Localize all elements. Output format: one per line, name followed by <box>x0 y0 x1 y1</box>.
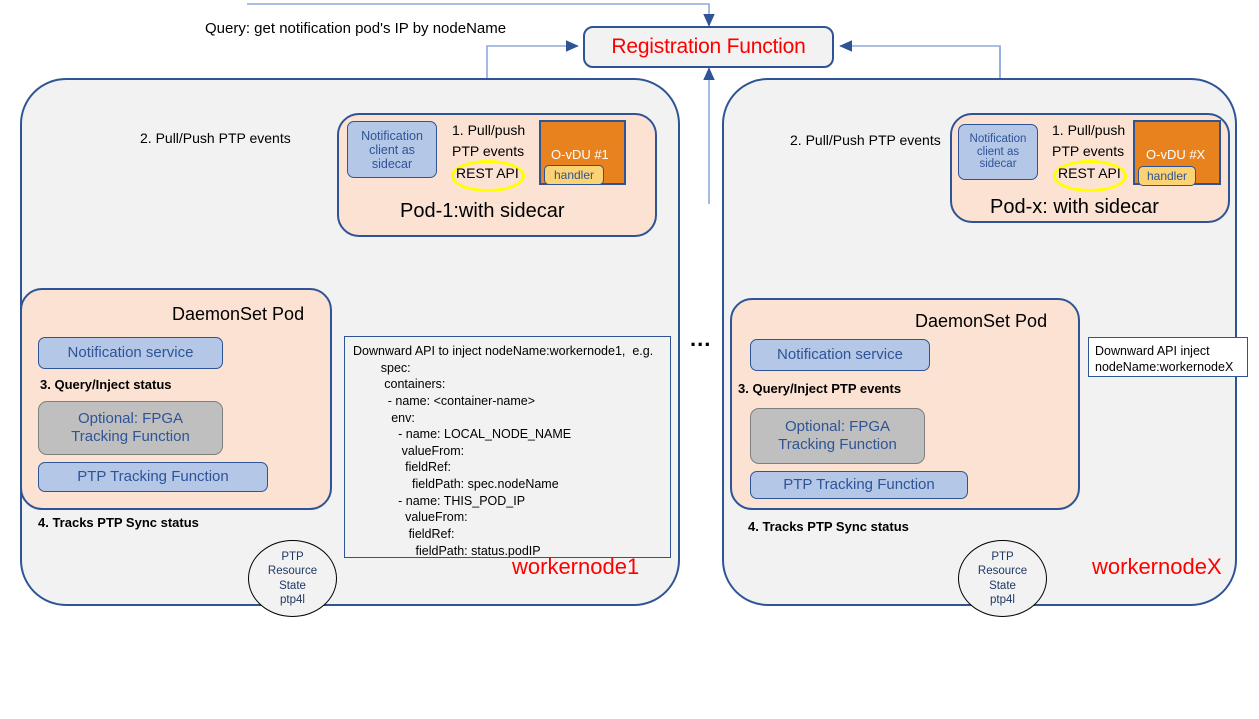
ptp-circle-line-3: State <box>279 579 306 592</box>
ptp-circle-line-2: Resource <box>977 565 1028 578</box>
query-note-label: Query: get notification pod's IP by node… <box>205 20 507 37</box>
flow-4-label-left: 4. Tracks PTP Sync status <box>38 515 199 530</box>
yaml-line: fieldRef: <box>353 460 451 475</box>
rest-api-highlight-right <box>1053 160 1127 192</box>
ptp-circle-line-4: ptp4l <box>280 593 305 606</box>
rest-api-highlight-left <box>451 160 525 192</box>
flow-1-label-right-line2: PTP events <box>1052 143 1125 159</box>
ptp-resource-state-circle-right: PTP Resource State ptp4l <box>958 540 1047 617</box>
sidecar-line-3: sidecar <box>979 158 1017 171</box>
ptp-tracking-function-left[interactable]: PTP Tracking Function <box>38 462 268 492</box>
notification-client-sidecar-right[interactable]: Notification client as sidecar <box>958 124 1038 180</box>
ptp-tracking-label-right: PTP Tracking Function <box>783 475 935 493</box>
rest-api-label-left: REST API <box>456 165 519 181</box>
yaml-line: - name: LOCAL_NODE_NAME <box>353 427 572 442</box>
registration-function-box[interactable]: Registration Function <box>583 26 834 68</box>
pod-x-title: Pod-x: with sidecar <box>990 196 1159 218</box>
ptp-circle-line-4: ptp4l <box>990 593 1015 606</box>
fpga-tracking-function-left[interactable]: Optional: FPGA Tracking Function <box>38 401 223 455</box>
handler-box-left[interactable]: handler <box>544 165 604 185</box>
ellipsis-separator: ... <box>690 326 712 351</box>
yaml-line: fieldPath: spec.nodeName <box>353 477 559 491</box>
notification-service-label-right: Notification service <box>777 345 903 363</box>
o-vdu-1-label: O-vDU #1 <box>551 147 609 162</box>
worker-node-left-label: workernode1 <box>512 554 640 579</box>
yaml-line: valueFrom: <box>353 443 465 458</box>
sidecar-line-1: Notification <box>969 132 1027 145</box>
flow-3-label-right: 3. Query/Inject PTP events <box>738 381 902 396</box>
sidecar-line-1: Notification <box>361 128 423 143</box>
notification-service-left[interactable]: Notification service <box>38 337 223 369</box>
ptp-resource-state-circle-left: PTP Resource State ptp4l <box>248 540 337 617</box>
flow-2-label-right: 2. Pull/Push PTP events <box>790 132 941 148</box>
ptp-circle-line-1: PTP <box>281 551 304 564</box>
fpga-line-2: Tracking Function <box>71 428 190 445</box>
daemonset-title-right: DaemonSet Pod <box>915 311 1048 331</box>
downward-api-note-right: Downward API inject nodeName:workernodeX <box>1088 337 1248 377</box>
yaml-line: - name: <container-name> <box>353 393 536 408</box>
flow-1-label-right-line1: 1. Pull/push <box>1052 122 1126 138</box>
sidecar-line-2: client as <box>369 142 415 157</box>
yaml-line: fieldPath: status.podIP <box>353 543 541 558</box>
notification-service-label-left: Notification service <box>67 343 194 361</box>
fpga-line-1: Optional: FPGA <box>784 418 891 436</box>
yaml-line: containers: <box>353 377 446 392</box>
flow-2-label-left: 2. Pull/Push PTP events <box>140 130 291 146</box>
downward-api-note-line-1: Downward API inject <box>1095 344 1210 358</box>
sidecar-line-2: client as <box>976 145 1020 158</box>
downward-api-header: Downward API to inject nodeName:workerno… <box>353 344 654 358</box>
daemonset-title-left: DaemonSet Pod <box>172 304 305 324</box>
flow-3-label-left: 3. Query/Inject status <box>40 377 172 392</box>
fpga-tracking-function-right[interactable]: Optional: FPGA Tracking Function <box>750 408 925 464</box>
handler-box-right[interactable]: handler <box>1138 166 1196 186</box>
downward-api-note-line-2: nodeName:workernodeX <box>1095 360 1234 375</box>
ptp-circle-line-1: PTP <box>991 551 1014 564</box>
worker-node-right-label: workernodeX <box>1092 554 1222 579</box>
fpga-line-1: Optional: FPGA <box>77 410 184 428</box>
yaml-line: spec: <box>353 360 411 375</box>
yaml-line: fieldRef: <box>353 526 455 541</box>
notification-client-sidecar-left[interactable]: Notification client as sidecar <box>347 121 437 178</box>
flow-4-label-right: 4. Tracks PTP Sync status <box>748 519 909 534</box>
yaml-line: - name: THIS_POD_IP <box>353 493 526 508</box>
o-vdu-x-label: O-vDU #X <box>1146 147 1206 162</box>
registration-function-label: Registration Function <box>611 35 806 58</box>
sidecar-line-3: sidecar <box>371 156 413 171</box>
ptp-circle-line-2: Resource <box>267 565 318 578</box>
ptp-circle-line-3: State <box>989 579 1016 592</box>
downward-api-code-box-left: Downward API to inject nodeName:workerno… <box>344 336 671 558</box>
yaml-line: valueFrom: <box>353 510 468 525</box>
rest-api-label-right: REST API <box>1058 165 1121 181</box>
ptp-tracking-function-right[interactable]: PTP Tracking Function <box>750 471 968 499</box>
yaml-line: env: <box>353 410 415 425</box>
flow-1-label-left-line1: 1. Pull/push <box>452 122 526 138</box>
notification-service-right[interactable]: Notification service <box>750 339 930 371</box>
ptp-tracking-label-left: PTP Tracking Function <box>77 467 229 485</box>
fpga-line-2: Tracking Function <box>778 436 897 453</box>
flow-1-label-left-line2: PTP events <box>452 143 525 159</box>
pod-1-title: Pod-1:with sidecar <box>400 200 565 222</box>
